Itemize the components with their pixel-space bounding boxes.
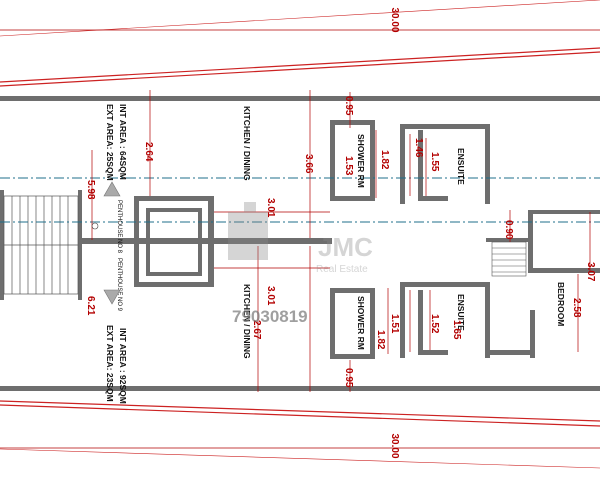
watermark-phone: 79030819: [232, 307, 308, 326]
ensuite-lower-label: ENSUITE: [456, 294, 466, 331]
watermark: JMC Real Estate: [228, 202, 373, 275]
dim-left-upper: 2.64: [143, 142, 154, 162]
entrance-doors: [91, 181, 121, 305]
dim-shower-lower-a: 1.51: [389, 314, 400, 334]
watermark-tagline: Real Estate: [316, 264, 368, 275]
dim-bottom-gap: 0.95: [343, 368, 354, 388]
dim-kitchen-lower-h: 2.67: [251, 320, 262, 340]
upper-unit-name: PENTHOUSE NO 8: [116, 200, 122, 254]
watermark-logo: JMC: [318, 232, 373, 262]
corridor-steps: [491, 241, 527, 277]
upper-int-area: INT AREA : 64SQM: [118, 104, 128, 180]
dim-ensuite-upper-b: 1.55: [429, 152, 440, 172]
bedroom-label: BEDROOM: [556, 282, 566, 326]
dim-ensuite-upper-a: 1.46: [413, 138, 424, 158]
dim-top-gap: 0.95: [343, 96, 354, 116]
dim-shower-lower-b: 1.82: [375, 330, 386, 350]
overall-dimension-lines: [0, 29, 600, 449]
staircase: [3, 195, 79, 295]
upper-unit-info: INT AREA : 64SQM EXT AREA: 25SQM PENTHOU…: [105, 104, 128, 254]
dim-shower-upper-a: 1.82: [379, 150, 390, 170]
building-walls: [0, 96, 600, 391]
dim-kitchen-lower-w: 3.01: [265, 286, 276, 306]
upper-ext-area: EXT AREA: 25SQM: [105, 104, 115, 181]
lower-ext-area: EXT AREA: 23SQM: [105, 325, 115, 402]
lower-unit-name: PENTHOUSE NO 9: [116, 258, 122, 312]
kitchen-lower-label: KITCHEN / DINING: [242, 284, 252, 359]
dim-ensuite-lower-b: 1.65: [451, 320, 462, 340]
dim-ensuite-lower-a: 1.52: [429, 314, 440, 334]
lower-int-area: INT AREA : 92SQM: [118, 328, 128, 404]
dim-kitchen-upper-w: 3.01: [265, 198, 276, 218]
axis-lines: [0, 177, 600, 223]
dim-left-mid-upper: 5.98: [85, 180, 96, 200]
dim-bedroom-a: 2.58: [571, 298, 582, 318]
dim-corridor: 0.90: [503, 220, 514, 240]
lower-unit-info: INT AREA : 92SQM EXT AREA: 23SQM PENTHOU…: [105, 258, 128, 404]
top-width-label: 30.00: [389, 7, 400, 32]
site-boundary: [0, 0, 600, 469]
dimension-lines: [91, 90, 591, 392]
shower-upper-label: SHOWER RM: [356, 134, 366, 188]
ensuite-upper-label: ENSUITE: [456, 148, 466, 185]
dim-left-mid-lower: 6.21: [85, 296, 96, 316]
bottom-width-label: 30.00: [389, 433, 400, 458]
shower-lower-label: SHOWER RM: [356, 296, 366, 350]
dimension-values: 2.64 5.98 6.21 3.66 3.01 3.01 2.67 0.95 …: [85, 96, 596, 388]
dim-shower-upper-b: 1.53: [343, 156, 354, 176]
dim-bedroom-b: 3.07: [585, 262, 596, 282]
kitchen-upper-label: KITCHEN / DINING: [242, 106, 252, 181]
dim-kitchen-upper-h: 3.66: [303, 154, 314, 174]
